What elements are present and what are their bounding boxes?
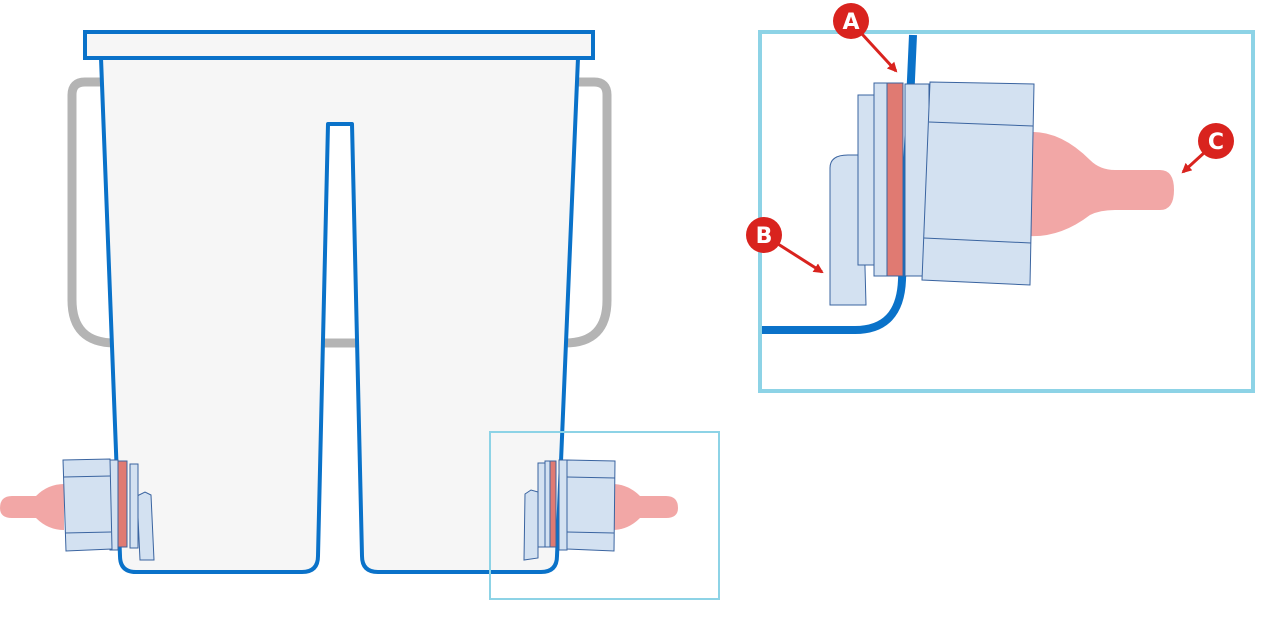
detail-frame [758,30,1255,393]
detail-seal [886,82,904,277]
left-seal [117,460,128,548]
right-flange [523,489,539,561]
right-plate-inner [544,460,551,548]
callout-c-arrow [1181,150,1207,174]
left-nut-line-top [63,475,111,478]
left-fitting [0,458,155,561]
detail-nut [921,81,1035,286]
container-rim [83,30,595,60]
callout-b-arrow [777,242,824,274]
left-nut [62,458,113,552]
detail-nut-line-bottom [923,237,1032,244]
detail-nut-line-top [928,121,1034,127]
callout-a-badge [833,3,869,39]
callout-a: A [833,3,898,73]
right-nut-line-top [566,476,616,479]
detail-highlight-box [489,431,720,600]
callout-c: C [1181,123,1234,174]
detail-nut-plate [873,82,889,277]
right-seal [549,460,557,548]
right-nut-line-bottom [566,531,615,534]
callout-c-badge [1198,123,1234,159]
left-washer [129,463,139,549]
right-nut-plate [558,459,568,551]
right-washer [537,462,546,548]
detail-container-wall [762,34,917,334]
callout-a-arrow [860,32,898,73]
right-nut [566,459,616,552]
support-frame [67,77,612,348]
left-nipple [0,484,64,530]
container-body [99,56,580,574]
detail-nipple [1028,131,1174,237]
left-nut-line-bottom [64,531,112,534]
callout-b-label: B [756,224,773,249]
left-flange [136,491,155,561]
right-nipple [612,484,678,530]
detail-washer [857,94,875,266]
right-fitting [523,459,678,561]
callout-b: B [746,217,824,274]
detail-view [758,30,1255,393]
callout-a-label: A [842,10,859,35]
callout-b-badge [746,217,782,253]
callout-c-label: C [1208,130,1224,155]
